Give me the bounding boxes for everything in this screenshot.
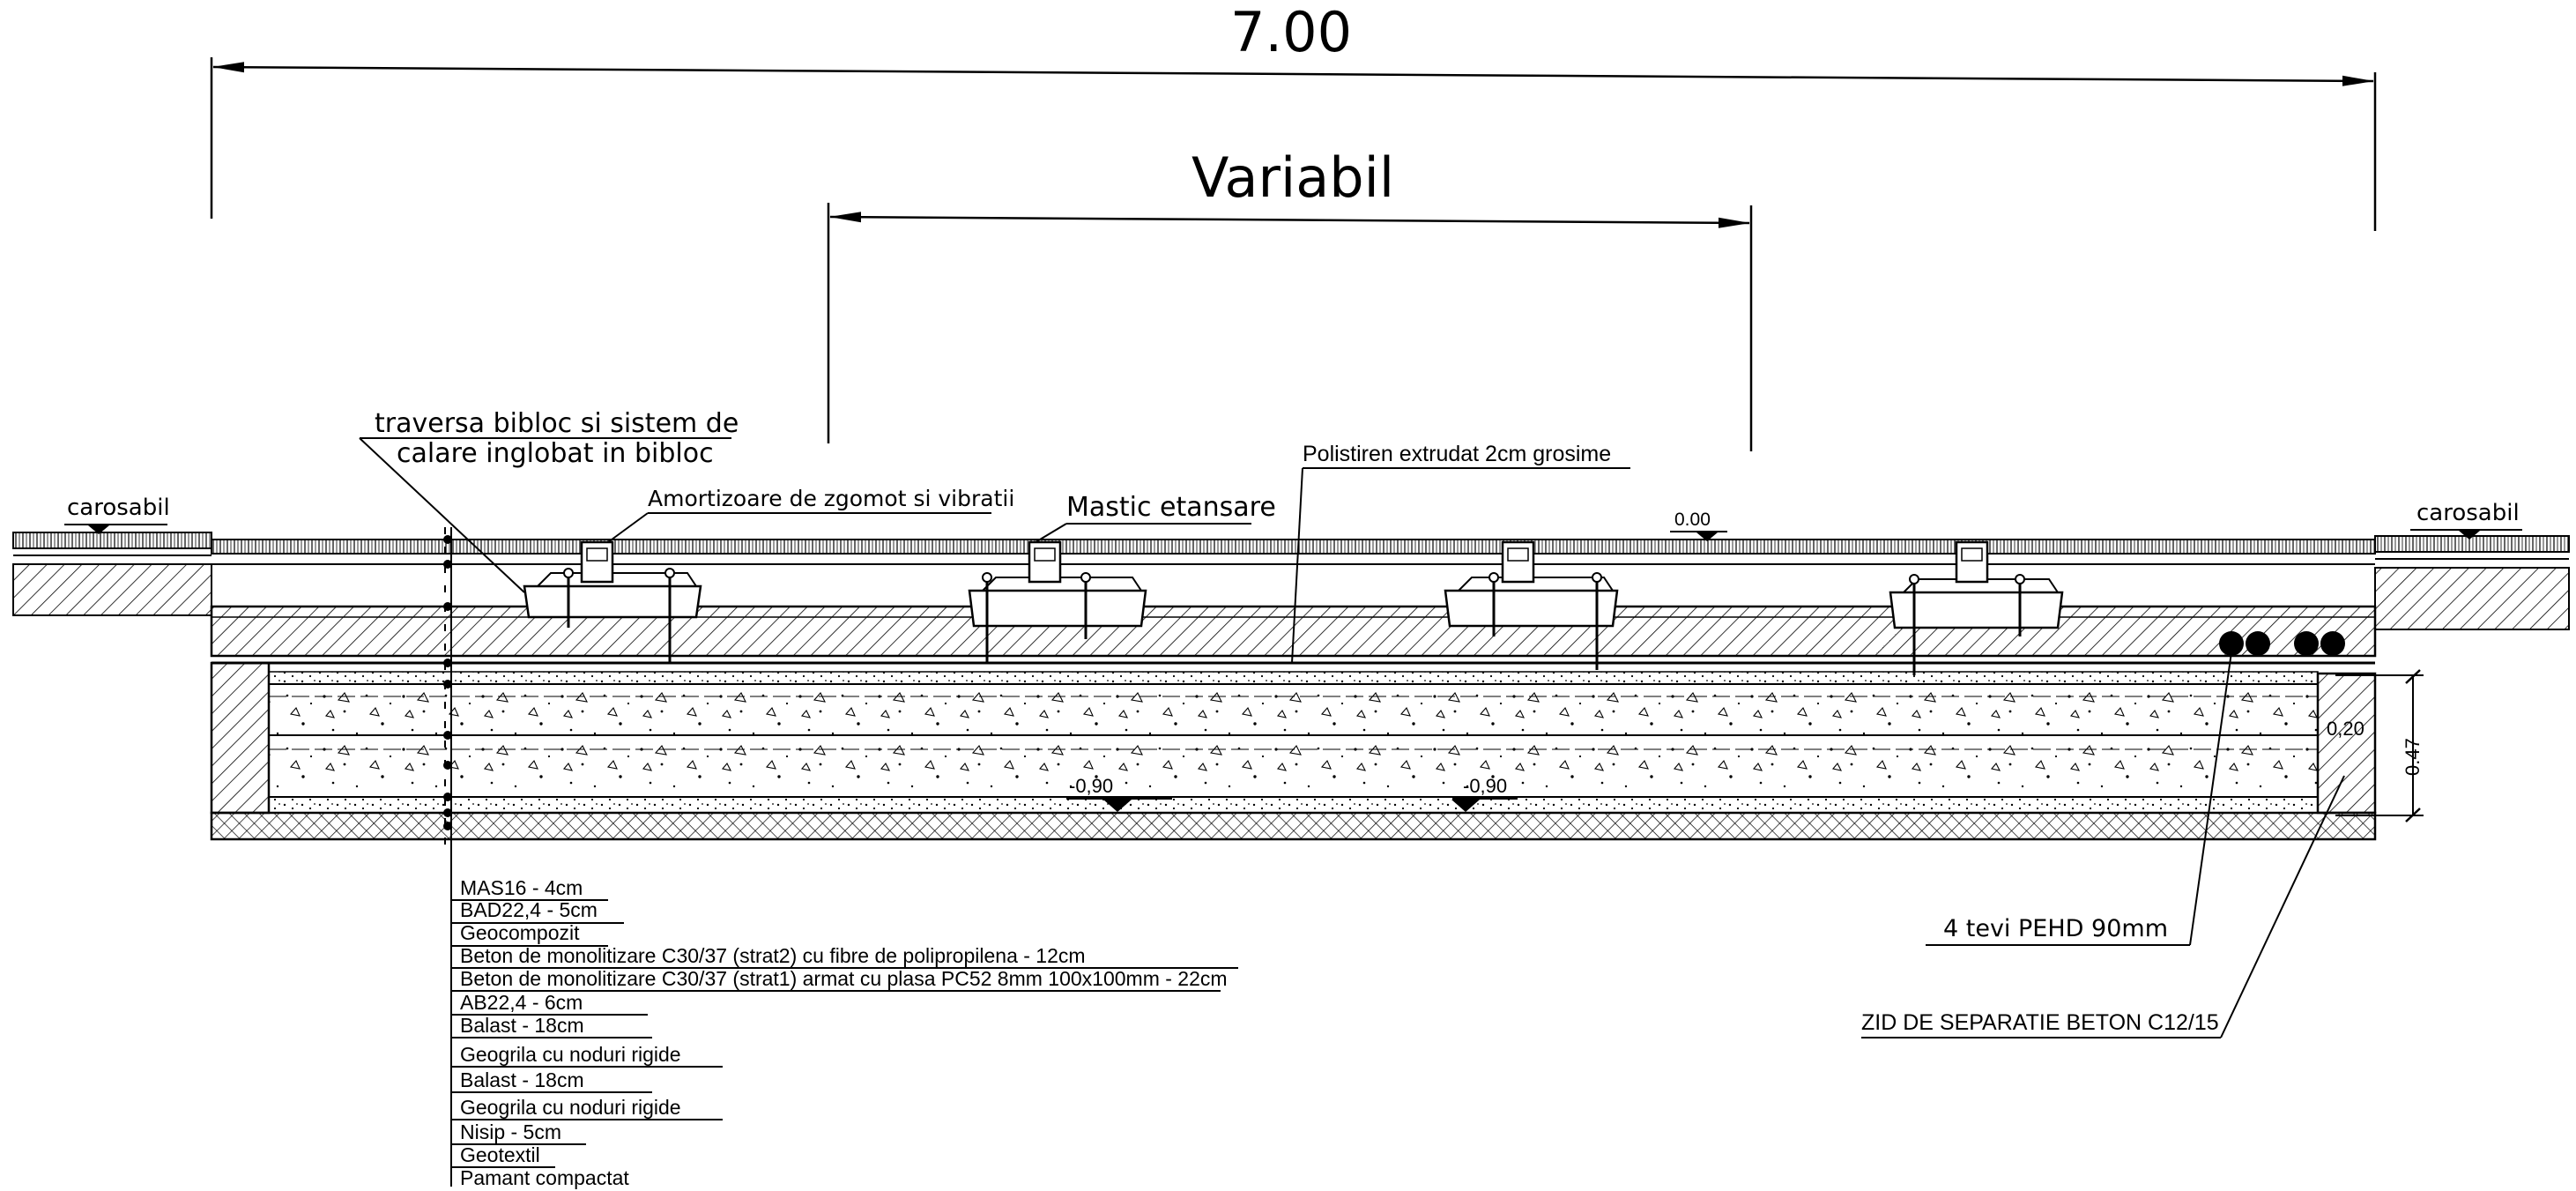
layer-label: Beton de monolitizare C30/37 (strat2) cu… xyxy=(460,944,1086,967)
sleeper-3 xyxy=(1444,540,1619,670)
layer-label: Geogrila cu noduri rigide xyxy=(460,1043,681,1066)
layer-item: Balast - 18cm xyxy=(451,1014,652,1038)
layer-label: Nisip - 5cm xyxy=(460,1120,561,1143)
layer-reference-line xyxy=(443,527,452,1187)
layer-item: BAD22,4 - 5cm xyxy=(451,898,624,924)
layer-label: Beton de monolitizare C30/37 (strat1) ar… xyxy=(460,967,1228,990)
annotation-traversa: traversa bibloc si sistem de calare ingl… xyxy=(359,408,739,593)
layer-list: MAS16 - 4cm BAD22,4 - 5cm Geocompozit Be… xyxy=(451,876,1238,1189)
layer-item: Pamant compactat xyxy=(460,1166,629,1189)
sleeper-2 xyxy=(968,540,1147,663)
annotation-traversa-line1: traversa bibloc si sistem de xyxy=(375,408,739,439)
layer-item: MAS16 - 4cm xyxy=(451,876,608,901)
level-bottom-right-label: -0,90 xyxy=(1463,775,1507,797)
road-left-label: carosabil xyxy=(67,495,170,521)
layer-item: Geogrila cu noduri rigide xyxy=(451,1096,723,1120)
layer-item: Geogrila cu noduri rigide xyxy=(451,1043,723,1068)
annotation-tevi: 4 tevi PEHD 90mm xyxy=(1926,651,2232,946)
road-right: carosabil xyxy=(2374,500,2570,630)
dimension-height-label: 0.47 xyxy=(2402,738,2424,776)
layer-label: Pamant compactat xyxy=(460,1166,629,1189)
foundation-layers xyxy=(210,671,2377,841)
annotation-zid-label: ZID DE SEPARATIE BETON C12/15 xyxy=(1861,1010,2219,1035)
layer-label: Geocompozit xyxy=(460,921,580,944)
layer-item: Nisip - 5cm xyxy=(451,1120,586,1145)
layer-label: AB22,4 - 6cm xyxy=(460,991,583,1014)
annotation-mastic: Mastic etansare xyxy=(1035,492,1276,543)
dimension-variable-width: Variabil xyxy=(827,145,1753,451)
annotation-tevi-label: 4 tevi PEHD 90mm xyxy=(1943,915,2168,942)
layer-item: Geotextil xyxy=(451,1143,555,1168)
layer-item: Balast - 18cm xyxy=(451,1068,652,1093)
layer-label: Geogrila cu noduri rigide xyxy=(460,1096,681,1119)
layer-item: Geocompozit xyxy=(451,921,608,947)
road-right-label: carosabil xyxy=(2416,500,2520,526)
separation-wall-right xyxy=(2316,672,2377,815)
level-top-label: 0.00 xyxy=(1674,510,1711,530)
annotation-mastic-label: Mastic etansare xyxy=(1066,492,1276,523)
level-marker-top: 0.00 xyxy=(1670,510,1727,541)
layer-item: AB22,4 - 6cm xyxy=(451,991,648,1016)
sleeper-1 xyxy=(523,540,702,663)
layer-item: Beton de monolitizare C30/37 (strat2) cu… xyxy=(451,944,1238,969)
annotation-zid: ZID DE SEPARATIE BETON C12/15 xyxy=(1861,775,2345,1038)
dimension-variable-label: Variabil xyxy=(1191,145,1394,210)
annotation-polistiren-label: Polistiren extrudat 2cm grosime xyxy=(1303,442,1611,466)
level-marker-bottom-left: -0,90 xyxy=(1066,775,1172,812)
annotation-polistiren: Polistiren extrudat 2cm grosime xyxy=(1291,442,1630,664)
road-left: carosabil xyxy=(12,495,212,616)
dimension-heights: 0,20 0.47 xyxy=(2327,669,2424,823)
layer-label: Geotextil xyxy=(460,1143,540,1166)
dimension-total-label: 7.00 xyxy=(1230,0,1352,64)
sleeper-4 xyxy=(1889,540,2064,675)
layer-label: MAS16 - 4cm xyxy=(460,876,583,899)
layer-label: BAD22,4 - 5cm xyxy=(460,898,598,921)
track-surface-layer xyxy=(211,539,2376,565)
dimension-total-width: 7.00 xyxy=(210,0,2377,231)
separation-wall-left xyxy=(210,661,271,815)
level-bottom-left-label: -0,90 xyxy=(1069,775,1113,797)
annotation-amortizoare-label: Amortizoare de zgomot si vibratii xyxy=(648,486,1014,511)
annotation-traversa-line2: calare inglobat in bibloc xyxy=(397,438,714,469)
layer-label: Balast - 18cm xyxy=(460,1014,584,1037)
dimension-thickness-label: 0,20 xyxy=(2327,718,2364,740)
pehd-pipes xyxy=(2219,631,2345,656)
layer-item: Beton de monolitizare C30/37 (strat1) ar… xyxy=(451,967,1228,992)
annotation-amortizoare: Amortizoare de zgomot si vibratii xyxy=(607,486,1014,543)
layer-label: Balast - 18cm xyxy=(460,1068,584,1091)
level-marker-bottom-right: -0,90 xyxy=(1451,775,1518,812)
